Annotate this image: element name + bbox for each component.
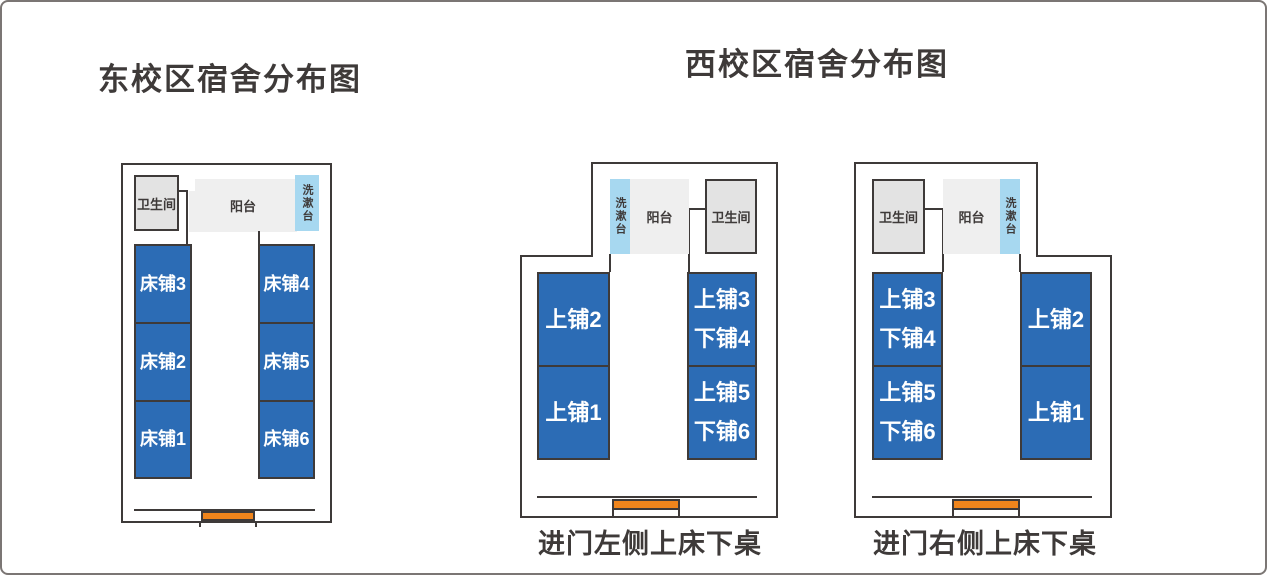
westleft-door-marker xyxy=(612,499,680,510)
bed-label: 床铺2 xyxy=(139,351,186,372)
westright-balcony-label: 阳台 xyxy=(958,210,985,225)
east-inner-wall xyxy=(134,509,315,511)
bed-label: 上铺3 xyxy=(693,287,751,312)
westright-caption: 进门右侧上床下桌 xyxy=(873,529,1097,559)
westright-door-marker xyxy=(952,499,1020,510)
bed-block: 上铺3 下铺4 xyxy=(872,272,943,367)
bed-block: 上铺2 xyxy=(1020,272,1092,367)
bed-label: 上铺1 xyxy=(545,399,602,425)
westleft-bathroom-area: 卫生间 xyxy=(705,179,757,254)
westright-bathroom-label: 卫生间 xyxy=(878,210,918,225)
bed-label: 下铺4 xyxy=(693,325,751,351)
bed-label: 上铺2 xyxy=(1027,306,1085,332)
bed-block: 上铺1 xyxy=(537,365,610,460)
bed-block: 上铺2 xyxy=(537,272,610,367)
westleft-balcony-label: 阳台 xyxy=(646,210,673,225)
westleft-washstand-area: 洗漱台 xyxy=(610,179,630,254)
bed-label: 床铺5 xyxy=(263,351,310,372)
bed-label: 床铺1 xyxy=(139,429,186,450)
westleft-balcony-area: 阳台 xyxy=(630,179,689,254)
east-wall-segment xyxy=(258,231,260,246)
bed-block: 上铺5 下铺6 xyxy=(872,365,943,460)
bed-label: 下铺4 xyxy=(879,325,936,351)
bed-label: 上铺3 xyxy=(879,287,936,312)
westleft-caption: 进门左侧上床下桌 xyxy=(538,529,762,559)
bed-label: 床铺6 xyxy=(263,429,310,450)
east-door-threshold xyxy=(199,523,257,527)
bed-block: 床铺1 xyxy=(134,400,192,479)
bed-label: 上铺5 xyxy=(879,380,936,405)
bed-block: 上铺5 下铺6 xyxy=(687,365,757,460)
east-balcony-label: 阳台 xyxy=(229,199,256,214)
bed-block: 床铺6 xyxy=(258,400,315,479)
westright-balcony-area: 阳台 xyxy=(943,179,1000,254)
bed-label: 床铺3 xyxy=(139,273,186,294)
westright-door-threshold xyxy=(952,510,1020,516)
bed-label: 上铺1 xyxy=(1027,399,1085,425)
east-washstand-area: 洗漱台 xyxy=(295,175,319,231)
east-door-marker xyxy=(201,511,255,521)
east-wall-segment xyxy=(186,190,188,246)
east-wall-segment xyxy=(178,190,188,192)
westleft-bathroom-label: 卫生间 xyxy=(711,210,751,225)
bed-block: 上铺1 xyxy=(1020,365,1092,460)
east-campus-title: 东校区宿舍分布图 xyxy=(98,62,362,97)
bed-label: 床铺4 xyxy=(263,273,310,294)
west-campus-title: 西校区宿舍分布图 xyxy=(685,47,949,82)
bed-block: 床铺4 xyxy=(258,244,315,324)
bed-label: 上铺2 xyxy=(545,306,602,332)
east-balcony-area: 阳台 xyxy=(189,179,297,232)
bed-label: 上铺5 xyxy=(693,380,751,405)
bed-block: 床铺3 xyxy=(134,244,192,324)
westleft-door-threshold xyxy=(612,510,680,516)
bed-block: 床铺2 xyxy=(134,322,192,402)
east-doorway-notch xyxy=(177,174,195,191)
east-bathroom-label: 卫生间 xyxy=(136,196,176,212)
bed-label: 下铺6 xyxy=(693,418,751,444)
bed-block: 床铺5 xyxy=(258,322,315,402)
westright-bathroom-area: 卫生间 xyxy=(872,179,925,254)
east-bathroom-area: 卫生间 xyxy=(134,175,179,231)
bed-block: 上铺3 下铺4 xyxy=(687,272,757,367)
westright-washstand-area: 洗漱台 xyxy=(1000,179,1020,254)
bed-label: 下铺6 xyxy=(879,418,936,444)
